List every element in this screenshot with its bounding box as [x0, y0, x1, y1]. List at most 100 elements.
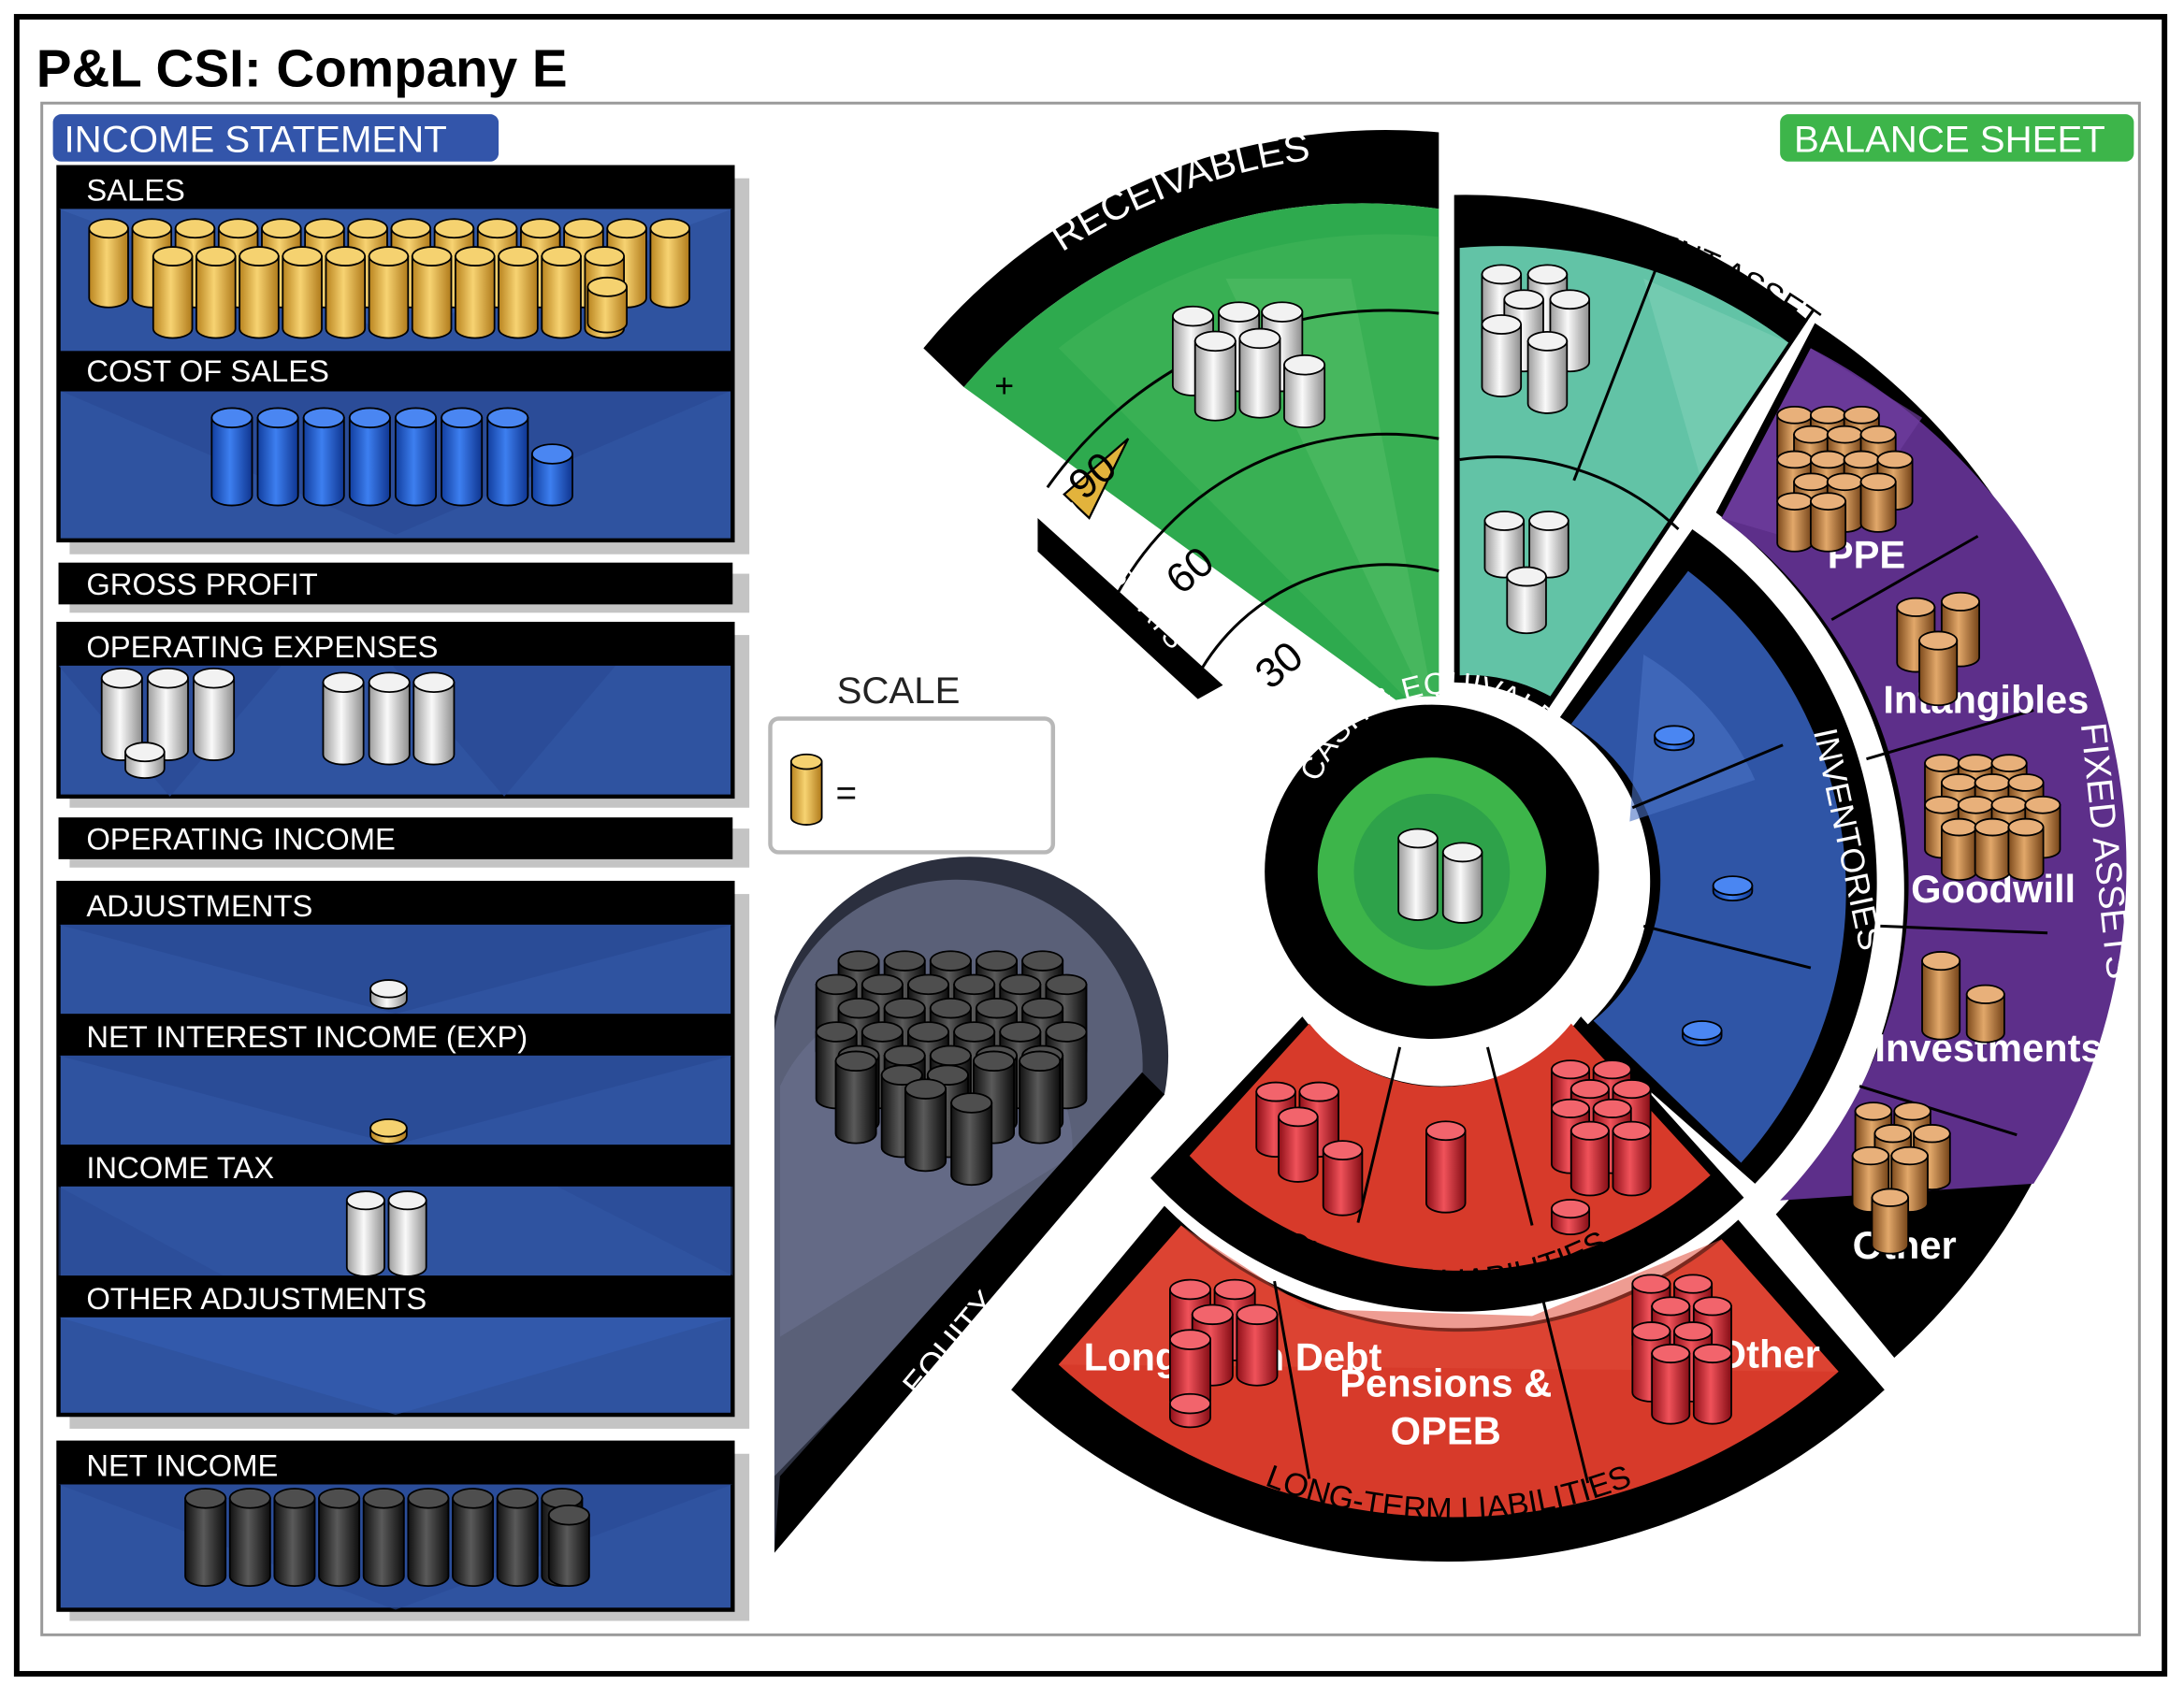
- current-liabilities-coin-stack: [1425, 1120, 1467, 1214]
- net-interest-label: NET INTEREST INCOME (EXP): [86, 1019, 528, 1054]
- scale-coin-stack: [789, 753, 823, 826]
- operating-expenses-label: OPERATING EXPENSES: [86, 629, 438, 664]
- long-term-debt-coin-stack: [1236, 1303, 1279, 1387]
- net-income-coin-stack: [228, 1488, 271, 1588]
- balance-sheet-badge-label: BALANCE SHEET: [1794, 118, 2105, 160]
- sales-coin-stack: [455, 246, 496, 339]
- cost-of-sales-coin-stack: [441, 407, 484, 507]
- current-liabilities-coin-stack: [1278, 1106, 1319, 1183]
- fixed-goodwill-coin-stack: [1940, 817, 1978, 882]
- operating-expenses-coin-stack: [146, 668, 189, 761]
- current-liabilities-right-coin-stack: [1569, 1120, 1610, 1197]
- inventories-coin-stack: [1682, 1020, 1723, 1046]
- net-income-coin-stack: [547, 1505, 590, 1588]
- cost-of-sales-coin-stack: [348, 407, 391, 507]
- other-current-assets-coin-stack: [1526, 331, 1569, 414]
- cash-coin-stack: [1397, 828, 1439, 921]
- ltl-pensions-label: Pensions &: [1339, 1361, 1552, 1405]
- cost-of-sales-coin-stack: [302, 407, 345, 507]
- operating-expenses-coin-stack: [322, 671, 365, 766]
- net-income-coin-stack: [496, 1488, 539, 1588]
- operating-expenses-coin-stack: [124, 742, 166, 779]
- sales-coin-stack: [282, 246, 323, 339]
- sales-coin-stack: [498, 246, 539, 339]
- long-term-debt-coin-stack: [1168, 1392, 1211, 1429]
- fixed-intangibles-coin-stack: [1918, 630, 1959, 707]
- net-income-coin-stack: [362, 1488, 405, 1588]
- income-tax-label: INCOME TAX: [86, 1150, 274, 1185]
- inventories-coin-stack: [1654, 725, 1695, 752]
- operating-expenses-coin-stack: [412, 671, 456, 766]
- gross-profit-label: GROSS PROFIT: [86, 567, 317, 601]
- net-income-coin-stack: [318, 1488, 361, 1588]
- scale-equals: =: [835, 773, 857, 814]
- sales-coin-stack: [239, 246, 280, 339]
- sales-coin-stack: [325, 246, 367, 339]
- cost-of-sales-coin-stack: [395, 407, 438, 507]
- equity-coin-stack: [834, 1050, 877, 1145]
- sales-coin-stack: [411, 246, 453, 339]
- cash-coin-stack: [1441, 842, 1483, 924]
- cost-of-sales-coin-stack: [530, 443, 573, 507]
- inventories-coin-stack: [1712, 875, 1754, 902]
- operating-income-label: OPERATING INCOME: [86, 821, 396, 856]
- other-current-assets-lower-coin-stack: [1506, 566, 1547, 635]
- inventories-segment: INVENTORIES: [1559, 528, 1889, 1184]
- receivables-coin-stack: [1193, 330, 1237, 422]
- current-liabilities-coin-stack: [1322, 1140, 1364, 1217]
- sales-coin-stack: [649, 218, 691, 309]
- ltl-other-coin-stack: [1692, 1343, 1732, 1425]
- equity-coin-stack: [950, 1092, 993, 1187]
- ltl-other-coin-stack: [1651, 1343, 1691, 1425]
- equity-coin-stack: [904, 1078, 947, 1173]
- sales-coin-stack: [541, 246, 582, 339]
- income-tax-coin-stack: [387, 1190, 427, 1277]
- ltl-other-label: Other: [1716, 1332, 1820, 1375]
- current-liabilities-right-coin-stack: [1551, 1199, 1591, 1236]
- cost-of-sales-coin-stack: [256, 407, 299, 507]
- cost-of-sales-label: COST OF SALES: [86, 353, 329, 388]
- fixed-goodwill-coin-stack: [2007, 817, 2045, 882]
- ltl-opeb-label: OPEB: [1391, 1408, 1501, 1452]
- sales-coin-stack: [88, 218, 129, 309]
- fixed-investments-coin-stack: [1921, 951, 1961, 1041]
- fixed-ppe-coin-stack: [1776, 492, 1814, 553]
- net-income-coin-stack: [407, 1488, 450, 1588]
- receivables-coin-stack: [1283, 353, 1326, 429]
- income-statement-panels: SALES COST OF SALES GROSS PROFIT OPERATI…: [56, 165, 750, 1621]
- other-current-assets-coin-stack: [1481, 314, 1523, 397]
- other-adjustments-label: OTHER ADJUSTMENTS: [86, 1281, 427, 1316]
- income-statement-badge-label: INCOME STATEMENT: [65, 118, 447, 160]
- cost-of-sales-coin-stack: [486, 407, 529, 507]
- net-income-coin-stack: [452, 1488, 495, 1588]
- income-statement-badge: INCOME STATEMENT: [52, 114, 499, 162]
- fixed-other-coin-stack: [1871, 1188, 1910, 1255]
- sales-coin-stack: [586, 276, 629, 334]
- adjustments-label: ADJUSTMENTS: [86, 888, 312, 923]
- page-title: P&L CSI: Company E: [36, 38, 568, 97]
- fixed-investments-coin-stack: [1965, 984, 2005, 1044]
- fixed-goodwill-coin-stack: [1974, 817, 2011, 882]
- sales-coin-stack: [152, 246, 194, 339]
- income-tax-coin-stack: [345, 1190, 385, 1277]
- sales-label: SALES: [86, 172, 185, 207]
- sales-coin-stack: [195, 246, 237, 339]
- balance-sheet-badge: BALANCE SHEET: [1780, 114, 2134, 162]
- other-current-assets-lower-coin-stack: [1483, 511, 1526, 579]
- net-income-label: NET INCOME: [86, 1448, 278, 1483]
- sales-coin-stack: [368, 246, 410, 339]
- coin-stacks: [88, 218, 2061, 1588]
- scale-box: [768, 716, 1056, 855]
- adjustments-coin-stack: [369, 979, 408, 1010]
- fixed-intangibles-label: Intangibles: [1883, 678, 2089, 722]
- fixed-ppe-coin-stack: [1859, 472, 1897, 533]
- gross-profit-bar: [58, 562, 733, 605]
- net-interest-coin-stack: [369, 1118, 408, 1145]
- receivables-coin-stack: [1238, 327, 1281, 419]
- operating-income-bar: [58, 817, 733, 859]
- operating-expenses-coin-stack: [193, 668, 236, 761]
- current-liabilities-right-coin-stack: [1612, 1120, 1652, 1197]
- fixed-other-coin-stack: [1890, 1145, 1929, 1213]
- net-income-coin-stack: [273, 1488, 316, 1588]
